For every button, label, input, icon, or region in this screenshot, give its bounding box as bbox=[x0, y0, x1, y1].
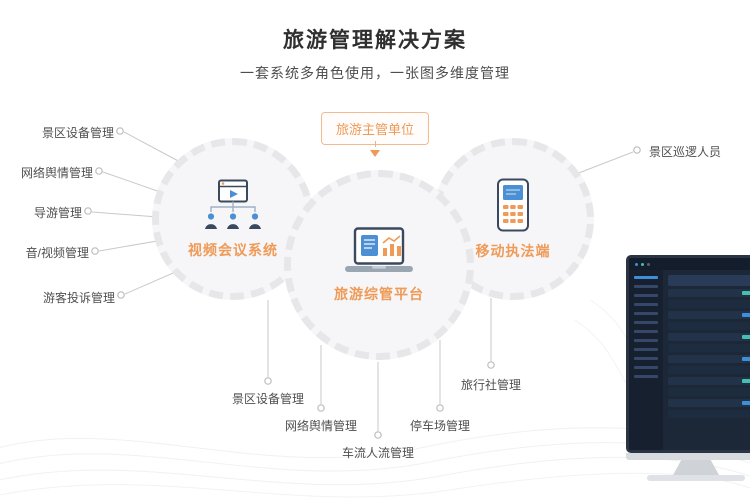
monitor-chin bbox=[626, 453, 750, 460]
dashboard-sidebar bbox=[629, 270, 663, 450]
bottom-item-label: 景区设备管理 bbox=[231, 392, 305, 406]
monitor-stand bbox=[673, 460, 719, 475]
mobile-enforcement-icon bbox=[497, 178, 529, 231]
video-conference-icon bbox=[205, 179, 261, 229]
left-item-label: 游客投诉管理 bbox=[42, 291, 115, 305]
left-item-label: 音/视频管理 bbox=[25, 246, 89, 260]
dashboard-table bbox=[663, 270, 750, 450]
dashboard-monitor bbox=[626, 255, 750, 481]
left-item-label: 网络舆情管理 bbox=[20, 166, 93, 180]
bottom-item-label: 旅行社管理 bbox=[460, 378, 522, 392]
monitor-base bbox=[647, 475, 745, 481]
dashboard-titlebar bbox=[629, 258, 750, 270]
page-title: 旅游管理解决方案 bbox=[283, 29, 467, 52]
right-item-label: 景区巡逻人员 bbox=[649, 145, 722, 159]
left-item-label: 导游管理 bbox=[33, 206, 82, 220]
dashboard-screen bbox=[626, 255, 750, 453]
left-item-label: 景区设备管理 bbox=[41, 126, 114, 140]
circle-label-tourism-platform: 旅游综管平台 bbox=[334, 285, 424, 302]
arrow-down-icon bbox=[370, 150, 380, 157]
bottom-item-label: 车流人流管理 bbox=[341, 446, 415, 460]
laptop-analytics-icon bbox=[345, 226, 413, 272]
circle-tourism-platform: 旅游综管平台 bbox=[284, 170, 474, 360]
arrow-stem bbox=[375, 141, 376, 147]
circle-label-video-conference: 视频会议系统 bbox=[188, 241, 278, 258]
circle-label-mobile-enforcement: 移动执法端 bbox=[475, 242, 551, 259]
bottom-item-label: 停车场管理 bbox=[409, 419, 471, 433]
page-subtitle: 一套系统多角色使用，一张图多维度管理 bbox=[240, 65, 510, 81]
bottom-item-label: 网络舆情管理 bbox=[284, 419, 358, 433]
